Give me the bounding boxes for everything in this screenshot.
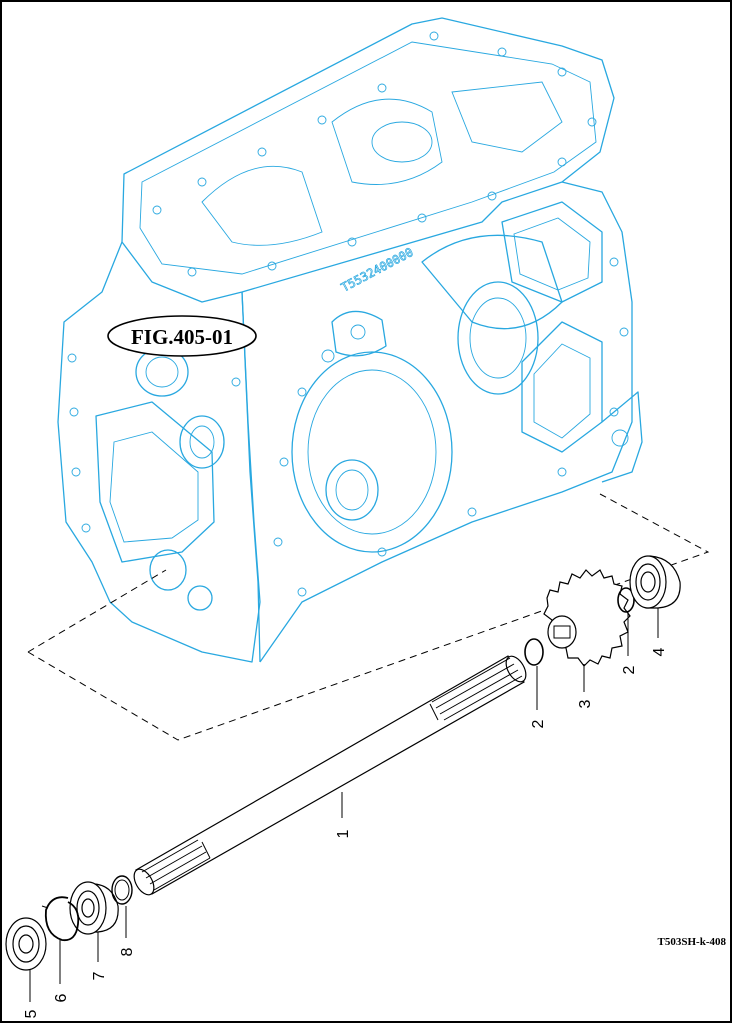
drawing-code: T503SH-k-408 bbox=[658, 936, 727, 948]
left-washer-part bbox=[111, 875, 133, 905]
callout-5: 5 bbox=[23, 1009, 40, 1018]
figure-reference[interactable]: FIG.405-01 bbox=[107, 315, 257, 357]
gear-part bbox=[543, 569, 631, 667]
assembly-boundary-left bbox=[27, 569, 167, 653]
left-seal-part bbox=[5, 917, 47, 971]
callout-4: 4 bbox=[651, 647, 668, 656]
assembly-boundary bbox=[27, 493, 710, 741]
callout-2: 2 bbox=[621, 665, 638, 674]
callout-7: 7 bbox=[91, 971, 108, 980]
shaft-part bbox=[133, 655, 527, 896]
leader-lines bbox=[29, 608, 659, 1002]
figure-reference-label: FIG.405-01 bbox=[131, 325, 233, 349]
snap-ring-part bbox=[524, 587, 635, 666]
callout-1: 1 bbox=[335, 829, 352, 838]
callout-3: 3 bbox=[577, 699, 594, 708]
left-snap-ring-part bbox=[41, 896, 80, 942]
callout-6: 6 bbox=[53, 993, 70, 1002]
callout-2: 2 bbox=[530, 719, 547, 728]
bearing-part bbox=[629, 555, 681, 609]
callout-numbers: 1 2 2 3 4 5 6 7 8 bbox=[23, 647, 668, 1018]
callout-8: 8 bbox=[119, 947, 136, 956]
transmission-housing: T5532400000 bbox=[57, 17, 643, 663]
